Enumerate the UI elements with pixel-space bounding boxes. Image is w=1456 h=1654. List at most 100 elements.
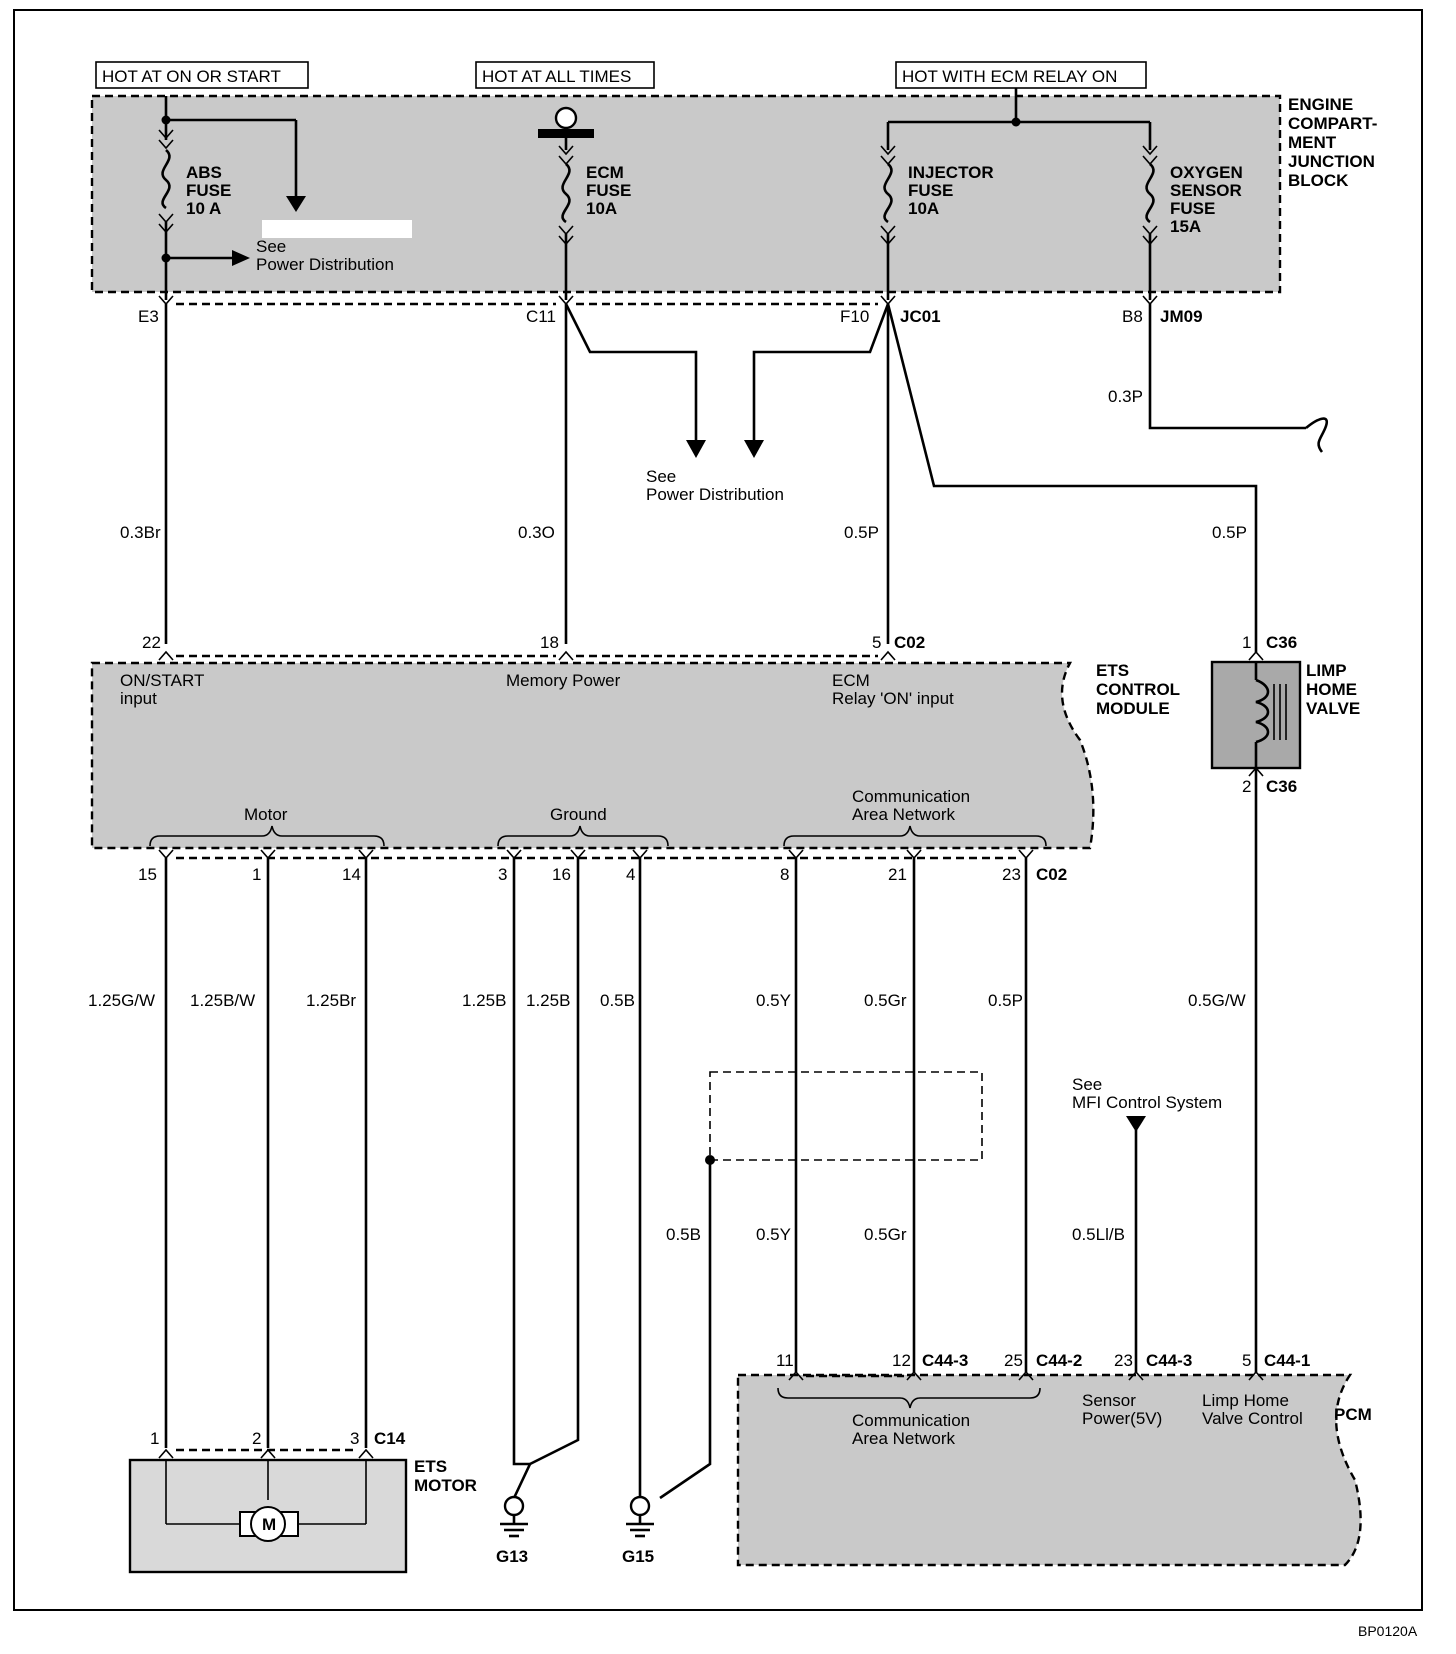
motor-pin-3: 3	[350, 1429, 359, 1448]
limp-conn-bottom: C36	[1266, 777, 1297, 796]
wire-125bw: 1.25B/W	[190, 991, 255, 1010]
upper-wiring	[164, 303, 1329, 652]
abs-fuse	[158, 96, 306, 300]
ets-can-l2: Area Network	[852, 805, 955, 824]
pcm-conn-c441: C44-1	[1264, 1351, 1310, 1370]
wire-05b-b: 0.5B	[666, 1225, 701, 1244]
injector-fuse-label-2: FUSE	[908, 181, 953, 200]
ecm-fuse-label-2: FUSE	[586, 181, 631, 200]
junction-block-shade	[92, 96, 1280, 292]
jb-label-1: ENGINE	[1288, 95, 1353, 114]
see-mfi-l1: See	[1072, 1075, 1102, 1094]
see-power-1-l1: See	[256, 237, 286, 256]
pcm-border	[736, 1373, 1362, 1567]
pin-b8: B8	[1122, 307, 1143, 326]
pcm-limp-l2: Valve Control	[1202, 1409, 1303, 1428]
pcm-pin-12: 12	[892, 1351, 911, 1370]
limp-conn-top: C36	[1266, 633, 1297, 652]
pcm-conn-c443-a: C44-3	[922, 1351, 968, 1370]
motor-symbol: M	[262, 1515, 276, 1534]
ecm-fuse	[538, 106, 594, 300]
ets-conn-c02-top: C02	[894, 633, 925, 652]
ets-can-l1: Communication	[852, 787, 970, 806]
ground-g15-icon	[626, 1495, 654, 1538]
conn-jm09: JM09	[1160, 307, 1203, 326]
jb-label-3: MENT	[1288, 133, 1337, 152]
see-power-2-l2: Power Distribution	[646, 485, 784, 504]
ets-pin-5: 5	[872, 633, 881, 652]
ets-name-1: ETS	[1096, 661, 1129, 680]
ets-group-braces	[149, 825, 1047, 847]
ets-name-3: MODULE	[1096, 699, 1170, 718]
wire-05p-c: 0.5P	[988, 991, 1023, 1010]
pcm-pin-marks	[777, 1370, 1264, 1409]
ets-motor-component	[128, 1448, 408, 1574]
abs-fuse-label-2: FUSE	[186, 181, 231, 200]
motor-pin-1: 1	[150, 1429, 159, 1448]
ets-memory-power: Memory Power	[506, 671, 621, 690]
ecm-relay-bus	[888, 88, 1150, 127]
pin-e3: E3	[138, 307, 159, 326]
abs-fuse-label-1: ABS	[186, 163, 222, 182]
ets-bottom-pin-marks	[158, 849, 1034, 860]
conn-jc01: JC01	[900, 307, 941, 326]
figure-code: BP0120A	[1358, 1623, 1418, 1639]
wire-125b-b: 1.25B	[526, 991, 570, 1010]
oxygen-fuse	[1142, 122, 1158, 300]
ets-on-start-l2: input	[120, 689, 157, 708]
see-mfi-l2: MFI Control System	[1072, 1093, 1222, 1112]
motor-conn-c14: C14	[374, 1429, 406, 1448]
motor-name-1: ETS	[414, 1457, 447, 1476]
ets-module-shade	[92, 663, 1094, 848]
pcm-pin-5: 5	[1242, 1351, 1251, 1370]
wire-125b-a: 1.25B	[462, 991, 506, 1010]
pcm-name: PCM	[1334, 1405, 1372, 1424]
hot-ecm-relay-label: HOT WITH ECM RELAY ON	[902, 67, 1117, 86]
hot-on-start-box	[95, 61, 309, 89]
motor-name-2: MOTOR	[414, 1476, 477, 1495]
ets-ground-group: Ground	[550, 805, 607, 824]
ets-conn-c02-bottom: C02	[1036, 865, 1067, 884]
jb-label-5: BLOCK	[1288, 171, 1349, 190]
limp-name-1: LIMP	[1306, 661, 1347, 680]
injector-fuse-label-1: INJECTOR	[908, 163, 994, 182]
pcm-sensor-l2: Power(5V)	[1082, 1409, 1162, 1428]
wire-03o: 0.3O	[518, 523, 555, 542]
hot-all-times-box	[475, 61, 655, 89]
jb-label-4: JUNCTION	[1288, 152, 1375, 171]
jb-white-patch	[262, 220, 412, 238]
wire-03p: 0.3P	[1108, 387, 1143, 406]
abs-fuse-label-3: 10 A	[186, 199, 221, 218]
wire-05p-a: 0.5P	[844, 523, 879, 542]
limp-name-3: VALVE	[1306, 699, 1360, 718]
ets-pin-3: 3	[498, 865, 507, 884]
jb-connector-marks	[158, 295, 1158, 306]
limp-pin-2: 2	[1242, 777, 1251, 796]
wire-05lib: 0.5Ll/B	[1072, 1225, 1125, 1244]
oxygen-fuse-label-3: FUSE	[1170, 199, 1215, 218]
pcm-limp-l1: Limp Home	[1202, 1391, 1289, 1410]
ground-g13-label: G13	[496, 1547, 528, 1566]
wire-05gw: 0.5G/W	[1188, 991, 1246, 1010]
pcm-conn-c442: C44-2	[1036, 1351, 1082, 1370]
pcm-shade	[738, 1375, 1361, 1565]
pcm-pin-11: 11	[776, 1351, 794, 1370]
oxygen-fuse-label-4: 15A	[1170, 217, 1201, 236]
pcm-pin-23: 23	[1114, 1351, 1133, 1370]
oxygen-fuse-label-2: SENSOR	[1170, 181, 1242, 200]
see-power-1-l2: Power Distribution	[256, 255, 394, 274]
ets-pin-23: 23	[1002, 865, 1021, 884]
motor-pin-2: 2	[252, 1429, 261, 1448]
ets-module-border	[90, 661, 1095, 850]
hot-ecm-relay-box	[895, 61, 1147, 89]
pcm-sensor-l1: Sensor	[1082, 1391, 1136, 1410]
pcm-can-l2: Area Network	[852, 1429, 955, 1448]
wire-125br: 1.25Br	[306, 991, 356, 1010]
limp-pin-1: 1	[1242, 633, 1251, 652]
wire-05b-a: 0.5B	[600, 991, 635, 1010]
ets-pin-18: 18	[540, 633, 559, 652]
wire-125gw: 1.25G/W	[88, 991, 155, 1010]
pcm-can-l1: Communication	[852, 1411, 970, 1430]
ets-pin-14: 14	[342, 865, 361, 884]
pin-c11: C11	[526, 307, 556, 326]
